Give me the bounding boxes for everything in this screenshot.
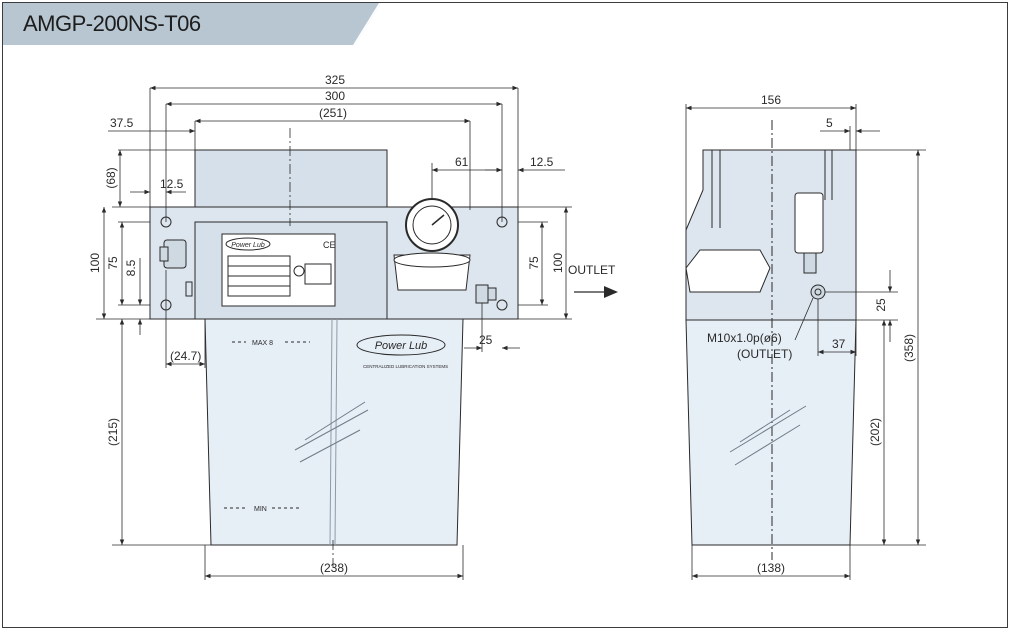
outlet-arrow-head [604,286,618,298]
tank-reflection-2 [299,429,361,463]
dim-156: 156 [761,93,781,107]
dim-251: (251) [319,106,347,120]
page-title: AMGP-200NS-T06 [23,11,201,36]
dim-300: 300 [325,89,345,103]
side-gauge-stem [803,252,817,274]
front-view [149,149,519,546]
side-reflection-2 [734,424,801,466]
side-dimension-labels: 156 5 37 (138) M10x1.0p(ø6) (OUTLET) 25 … [707,93,916,575]
dim-75-left: 75 [106,256,120,270]
max-level-label: MAX 8 [252,340,273,347]
nameplate-logo [225,237,271,251]
outlet-fitting [475,284,489,304]
nameplate-warning [304,263,332,285]
side-outlet-port [814,288,822,296]
outlet-label: OUTLET [568,263,616,277]
outlet-leader [794,297,814,341]
side-reflection-3 [739,409,791,443]
dim-75-right: 75 [527,256,541,270]
title-tab-background [3,3,381,45]
tank-brand: Power Lub [375,340,428,352]
dim-5: 5 [826,116,833,130]
dim-37-5: 37.5 [110,116,134,130]
dim-25-front: 25 [479,333,493,347]
title-tab [3,3,381,45]
outlet-fitting-nut [487,287,497,301]
tank-logo-oval [356,334,446,356]
pressure-gauge-needle [431,214,445,226]
dim-215: (215) [106,418,120,446]
thread-label: M10x1.0p(ø6) [707,331,782,345]
dim-202: (202) [868,418,882,446]
front-dimensions [96,85,572,580]
side-outlet-fitting [810,284,826,300]
front-tank [204,318,464,546]
pressure-gauge-face [412,205,452,245]
dim-138: (138) [757,561,785,575]
dim-37: 37 [832,337,846,351]
dim-100-right: 100 [551,253,565,273]
dim-25-side: 25 [874,298,888,312]
side-dimensions [685,104,926,580]
dim-325: 325 [325,73,345,87]
dim-68: (68) [104,167,118,188]
front-labels: Power Lub CE Power Lub CENTRALIZED LUBRI… [231,240,448,513]
nameplate-ce-mark: CE [323,240,336,250]
nameplate-recycle-icon [293,265,305,277]
outlet-arrow [574,286,618,298]
dim-24-7: (24.7) [170,349,201,363]
filler-cap [393,252,471,268]
mount-hole-br [496,299,508,311]
side-reflection-1 [729,405,807,453]
dim-12-5-left: 12.5 [160,177,184,191]
title-tab-stripe [353,3,381,45]
side-gauge [794,192,824,254]
min-level-label: MIN [254,506,267,513]
cable-gland-nut [159,246,169,262]
side-view [685,120,857,560]
front-tank-seam-2 [334,318,338,546]
front-dimension-labels: 325 300 (251) 37.5 12.5 61 12.5 25 (24.7… [88,73,616,575]
side-filler-cup [685,249,771,293]
dim-61: 61 [455,155,469,169]
dim-12-5-right: 12.5 [530,155,554,169]
dim-358: (358) [902,334,916,362]
nameplate-brand: Power Lub [231,242,265,249]
dim-238: (238) [320,561,348,575]
tank-reflection-3 [304,401,366,441]
side-port [185,281,193,297]
tank-caption: CENTRALIZED LUBRICATION SYSTEMS [363,364,448,369]
front-tank-seam [329,318,333,546]
side-outlet-label: (OUTLET) [737,347,792,361]
dim-8-5: 8.5 [124,259,138,276]
dim-100-left: 100 [88,253,102,273]
nameplate [221,233,336,307]
tank-reflection-1 [294,409,369,451]
